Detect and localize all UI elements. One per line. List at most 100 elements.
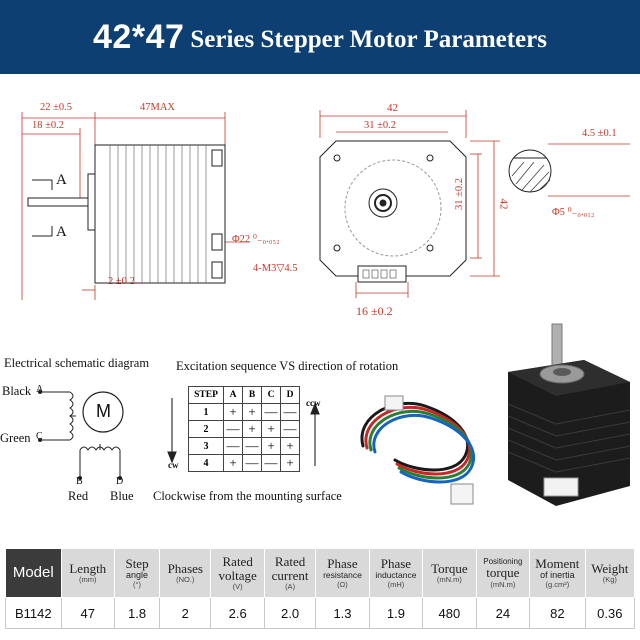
header-unit: (mm): [79, 575, 97, 585]
dim-42-side: 42: [497, 198, 510, 210]
excitation-row: 2 — + + —: [188, 420, 300, 438]
rotation-arrows: [167, 398, 320, 466]
header-torque: Torque(mN.m): [422, 548, 477, 598]
header-label: Torque: [431, 560, 468, 576]
sequence-footnote: Clockwise from the mounting surface: [153, 489, 342, 503]
wire-black: Black: [2, 384, 32, 398]
header-label-2: torque: [486, 564, 520, 580]
dim-18: 18 ±0.2: [32, 120, 65, 131]
header-label-2: resistance: [323, 569, 362, 580]
pin-a: A: [36, 384, 44, 395]
dim-22: 22 ±0.5: [40, 102, 73, 113]
pin-c: C: [36, 431, 43, 442]
cell-weight: 0.36: [584, 597, 636, 629]
cell-phases: 2: [159, 597, 212, 629]
phase-cell: +: [280, 454, 300, 472]
header-unit: (V): [232, 582, 243, 592]
header-label: Phases: [167, 560, 203, 576]
header-unit: (mH): [387, 579, 405, 589]
parameters-row: B1142 47 1.8 2 2.6 2.0 1.3 1.9 480 24 82…: [5, 597, 636, 629]
excitation-header: STEP A B C D: [188, 386, 300, 404]
section-label-a-top: A: [56, 172, 67, 188]
header-label: Phase: [327, 556, 358, 572]
dim-flat: 4.5 ±0.1: [582, 128, 617, 139]
wiring-diagram: [38, 390, 124, 480]
section-markers: [32, 179, 53, 237]
cable-image: [360, 395, 476, 505]
cell-rated-current: 2.0: [263, 597, 317, 629]
header-unit: (Kg): [602, 575, 617, 585]
header-label: Phase: [380, 556, 412, 572]
header-label-2: of inertia: [540, 569, 575, 580]
header-unit: (g.cm²): [545, 580, 570, 590]
header-unit: (°): [133, 580, 142, 590]
header-weight: Weight(Kg): [584, 548, 636, 598]
header-model: Model: [5, 548, 62, 598]
phase-cell: —: [223, 420, 243, 438]
cell-moment-of-inertia: 82: [529, 597, 586, 629]
cell-phase-resistance: 1.3: [315, 597, 370, 629]
title-text: Series Stepper Motor Parameters: [190, 26, 547, 53]
header-label: Moment: [535, 556, 580, 572]
dim-2: 2 ±0.2: [108, 276, 135, 287]
header-label: Rated: [222, 553, 253, 569]
header-label: Weight: [591, 560, 629, 576]
motor-image: [507, 323, 631, 506]
wire-green: Green: [0, 431, 31, 445]
header-label: Rated: [274, 553, 306, 569]
dim-47max: 47MAX: [140, 102, 176, 113]
phase-cell: —: [223, 437, 243, 455]
phase-cell: —: [242, 437, 262, 455]
ccw-label: ccw: [306, 398, 321, 408]
header-label: Step: [125, 556, 149, 572]
header-label-2: inductance: [375, 569, 417, 580]
dim-connector: 16 ±0.2: [356, 304, 393, 318]
title-banner: 42*47 Series Stepper Motor Parameters: [0, 0, 640, 74]
title-model: 42*47: [93, 17, 185, 56]
header-label: Model: [12, 564, 54, 582]
header-label: Length: [69, 560, 107, 576]
wire-red: Red: [68, 489, 89, 503]
schematic-title: Electrical schematic diagram: [4, 356, 150, 370]
header-unit: (mN.m): [436, 575, 462, 585]
excitation-table: STEP A B C D 1 + + — — 2 — + + — 3 — — +…: [188, 386, 300, 472]
front-view: [319, 140, 467, 283]
header-label-2: current: [271, 567, 309, 583]
header-unit: (NO.): [176, 575, 195, 585]
cell-positioning-torque: 24: [475, 597, 531, 629]
dim-screw: 4-M3▽4.5: [253, 263, 298, 274]
side-view: [27, 144, 226, 284]
wire-blue: Blue: [110, 489, 134, 503]
header-label-2: voltage: [218, 567, 257, 583]
section-label-a-bottom: A: [56, 224, 67, 240]
cell-length: 47: [60, 597, 116, 629]
cell-phase-inductance: 1.9: [368, 597, 424, 629]
header-unit: (mN.m): [490, 579, 516, 589]
cw-label: cw: [168, 460, 179, 470]
excitation-row: 4 + — — +: [188, 454, 300, 472]
header-length: Length(mm): [60, 548, 116, 598]
cell-rated-voltage: 2.6: [210, 597, 265, 629]
motor-symbol: M: [96, 401, 111, 421]
excitation-row: 1 + + — —: [188, 403, 300, 421]
phase-cell: —: [261, 454, 281, 472]
header-unit: (Ω): [337, 579, 348, 589]
dimension-lines: [21, 110, 630, 300]
sequence-title: Excitation sequence VS direction of rota…: [176, 359, 399, 373]
dim-shaft-dia: Φ22 ⁰₋₀.₀₅₂: [232, 234, 280, 245]
step-cell: 4: [188, 454, 224, 472]
shaft-section: [508, 149, 552, 193]
cell-model: B1142: [5, 597, 62, 629]
header-phases: Phases(NO.): [159, 548, 212, 598]
cell-torque: 480: [422, 597, 477, 629]
pin-d: D: [116, 476, 124, 487]
header-label-2: angle: [126, 569, 149, 580]
